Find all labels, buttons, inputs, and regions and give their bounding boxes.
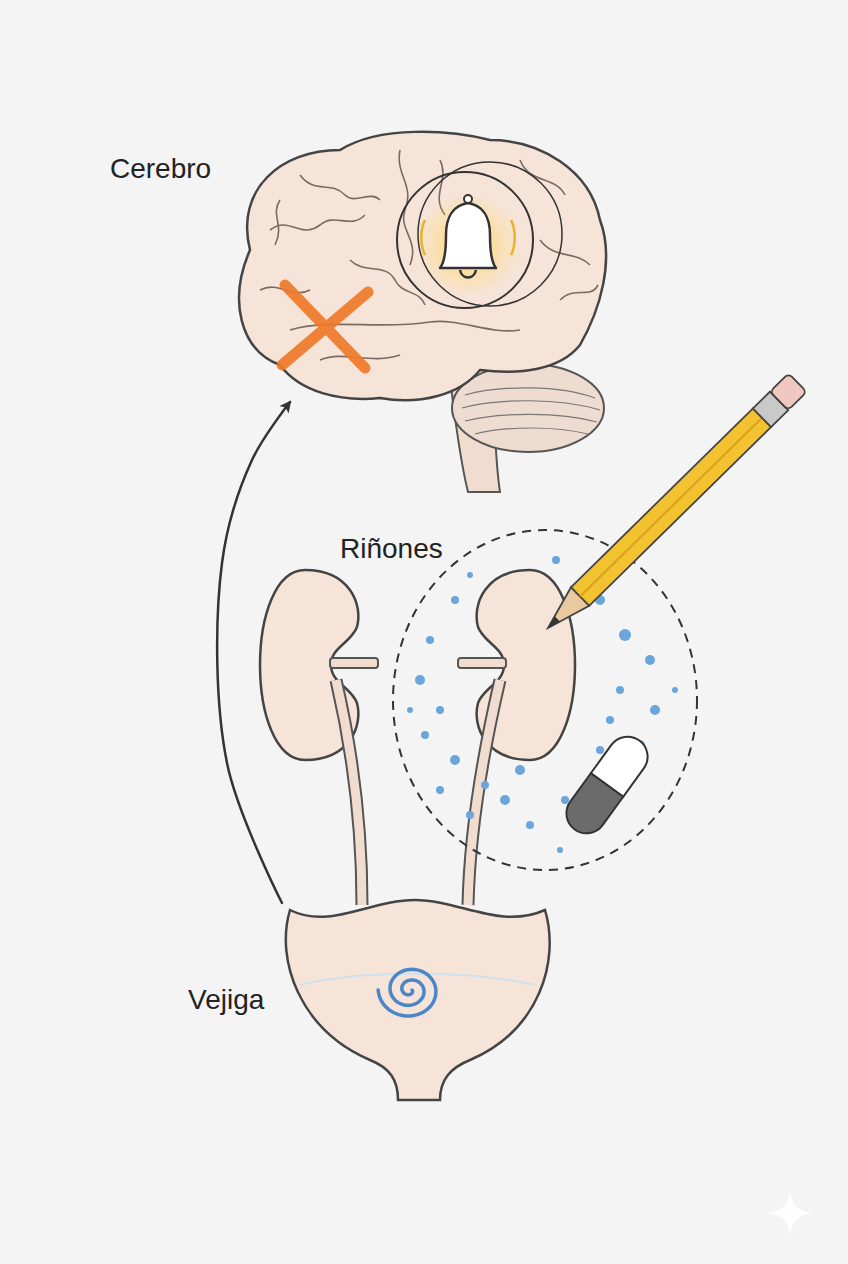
organ-label: Vejiga [188, 983, 264, 1017]
bladder [286, 900, 550, 1100]
blue-dots [407, 556, 678, 853]
sparkle-watermark [767, 1190, 813, 1236]
organ-label: Riñones [340, 532, 443, 566]
renal-vessels [330, 658, 506, 668]
cross-mark [282, 285, 368, 368]
bell-icon [397, 162, 562, 308]
cerebrum [239, 132, 606, 400]
organ-region: Vejiga [282, 895, 550, 1105]
organ-region: Riñones [250, 570, 600, 770]
signal-arrow [217, 402, 290, 903]
capsule-pill [558, 729, 655, 842]
pencil [539, 373, 807, 637]
organ-label: Cerebro [110, 152, 211, 186]
organ-region: Cerebro [225, 130, 610, 402]
dashed-region [393, 530, 697, 870]
